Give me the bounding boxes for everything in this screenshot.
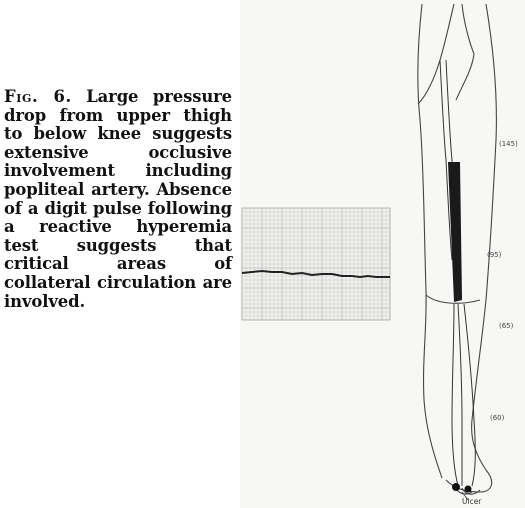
ulcer-mark-1 xyxy=(452,483,460,491)
pressure-label-ankle: (60) xyxy=(490,414,504,422)
caption-text: Large pressure drop from upper thigh to … xyxy=(4,87,232,311)
figure-svg xyxy=(240,0,525,508)
ulcer-mark-2 xyxy=(465,486,472,493)
ulcer-label: Ulcer xyxy=(462,497,481,506)
pulse-trace-strip xyxy=(242,208,390,320)
pressure-label-upper-thigh: (145) xyxy=(499,140,518,148)
figure-caption: Fig. 6. Large pressure drop from upper t… xyxy=(4,88,232,311)
figure-label: Fig. 6. xyxy=(4,87,72,106)
pressure-label-above-knee: (95) xyxy=(487,251,501,259)
pressure-label-below-knee: (65) xyxy=(499,322,513,330)
figure-illustration: (145) (95) (65) (60) Ulcer xyxy=(240,0,525,508)
